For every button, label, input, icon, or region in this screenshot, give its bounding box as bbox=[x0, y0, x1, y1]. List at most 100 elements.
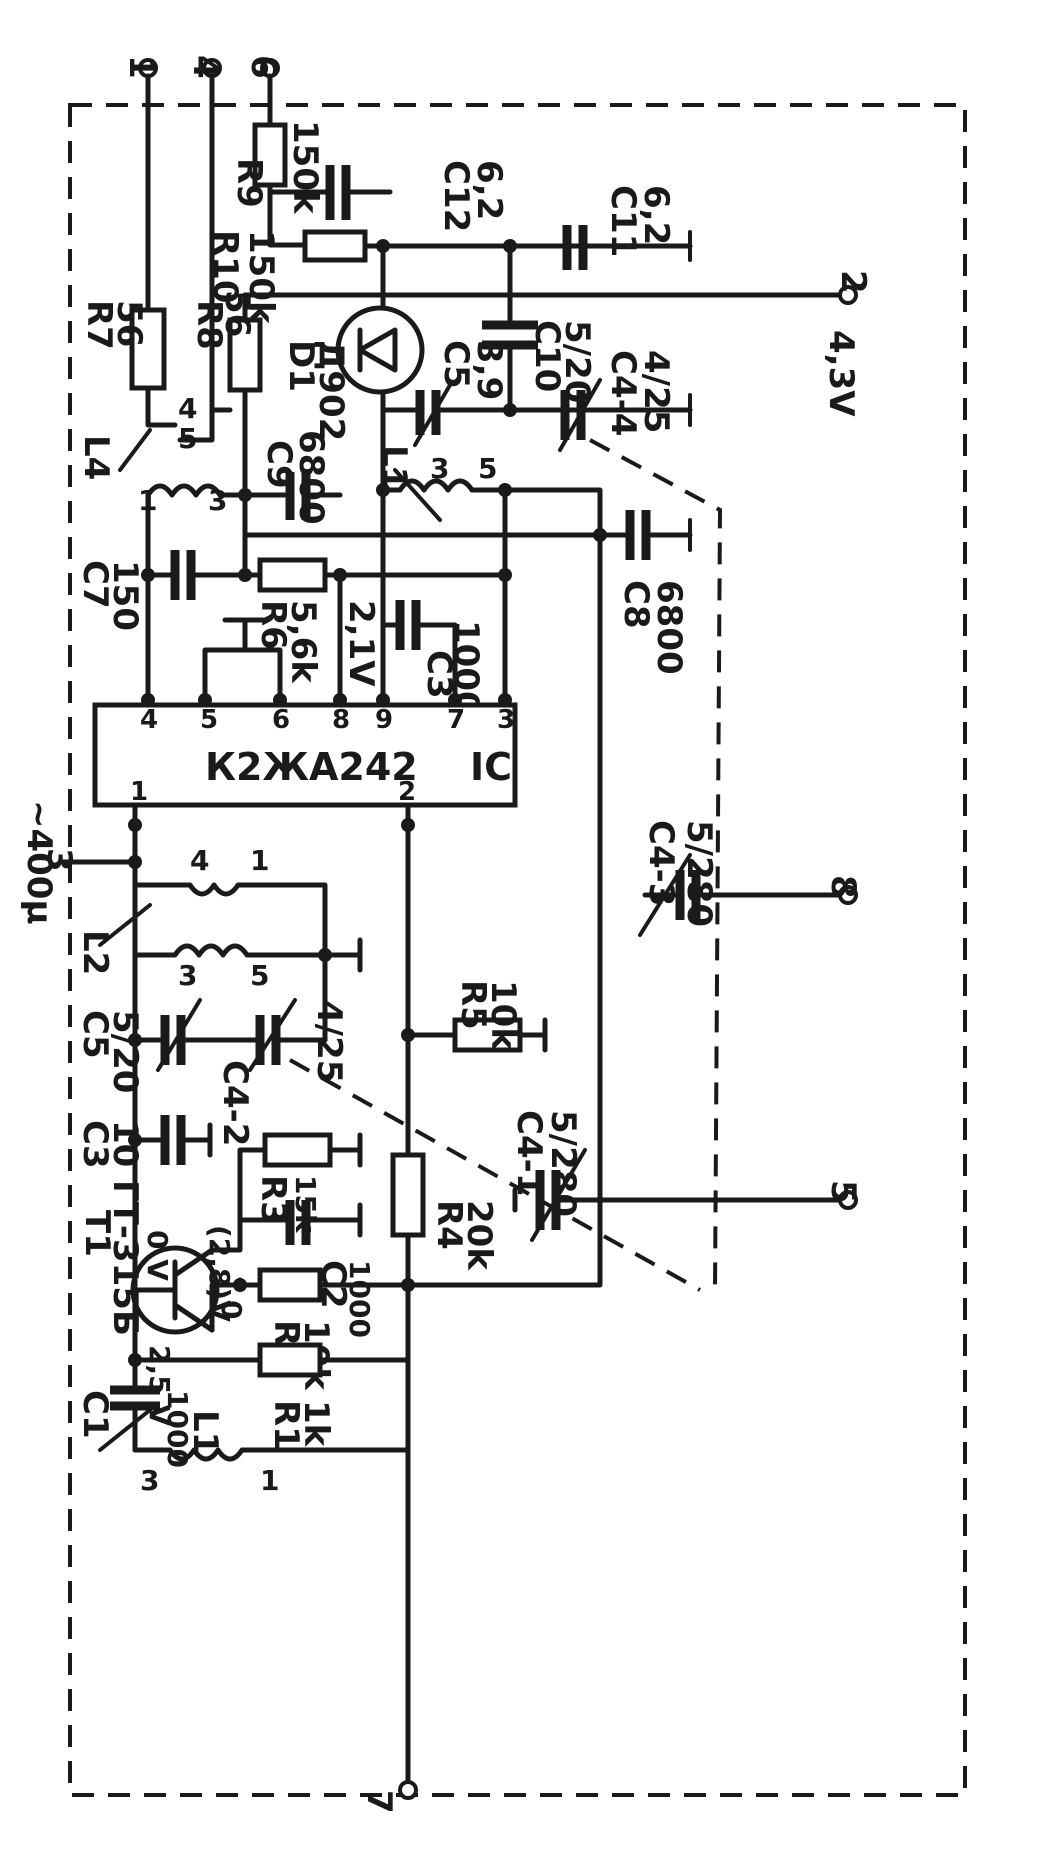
svg-text:3: 3 bbox=[39, 848, 79, 872]
svg-text:3: 3 bbox=[178, 959, 197, 992]
svg-text:T1: T1 bbox=[77, 1210, 117, 1257]
svg-text:4: 4 bbox=[140, 705, 158, 735]
svg-text:56: 56 bbox=[217, 290, 257, 337]
svg-text:1: 1 bbox=[260, 1464, 279, 1497]
terminal-6: 6 bbox=[243, 55, 283, 79]
svg-text:C9: C9 bbox=[259, 440, 299, 489]
svg-text:R1: R1 bbox=[266, 1400, 306, 1450]
capacitor-c9: C9 6800 bbox=[242, 430, 343, 525]
terminal-8: 8 bbox=[823, 875, 863, 905]
svg-text:3: 3 bbox=[497, 705, 515, 735]
capacitor-c13: C12 6,2 bbox=[325, 160, 509, 232]
capacitor-c8: C8 6800 bbox=[597, 510, 693, 675]
svg-text:8: 8 bbox=[823, 875, 863, 899]
capacitor-c12: C11 6,2 bbox=[562, 185, 676, 270]
svg-text:6,2: 6,2 bbox=[636, 185, 676, 245]
svg-text:3: 3 bbox=[430, 452, 449, 485]
svg-text:~400μ: ~400μ bbox=[19, 800, 59, 924]
coil-l1: L1 3 1 bbox=[132, 1410, 411, 1783]
terminal-7: 7 bbox=[359, 1780, 418, 1814]
terminal-5: 5 bbox=[823, 1180, 863, 1210]
svg-text:56: 56 bbox=[109, 300, 149, 347]
svg-text:10k: 10k bbox=[483, 980, 523, 1051]
diode-d1: D1 Д902 bbox=[281, 305, 425, 441]
capacitor-c6: 1000 C3 bbox=[380, 600, 486, 715]
svg-text:Д902: Д902 bbox=[311, 340, 351, 441]
terminal-2: 2 4,3V bbox=[821, 270, 873, 417]
svg-text:150k: 150k bbox=[241, 230, 281, 325]
svg-text:L1: L1 bbox=[185, 1410, 225, 1455]
svg-text:C5: C5 bbox=[75, 1010, 115, 1059]
svg-text:R4: R4 bbox=[429, 1200, 469, 1250]
capacitor-c4-3: C4-3 5/280 bbox=[638, 820, 843, 937]
svg-text:4: 4 bbox=[178, 392, 197, 425]
terminal-3: ~400μ 3 bbox=[19, 800, 142, 924]
capacitor-c3: C3 10 bbox=[75, 1115, 213, 1169]
svg-text:L4: L4 bbox=[76, 435, 116, 480]
svg-text:C4-4: C4-4 bbox=[603, 350, 643, 436]
svg-text:1: 1 bbox=[121, 55, 161, 79]
svg-text:C11: C11 bbox=[603, 185, 643, 257]
svg-text:6: 6 bbox=[272, 705, 290, 735]
svg-text:C10: C10 bbox=[527, 320, 567, 392]
svg-text:3: 3 bbox=[140, 1464, 159, 1497]
svg-text:R10: R10 bbox=[205, 230, 245, 304]
capacitor-c7: C7 150 bbox=[75, 550, 263, 631]
svg-text:2: 2 bbox=[833, 270, 873, 294]
coil-l4: L4 1 3 bbox=[76, 428, 227, 517]
ic-k2zha242: К2ЖА242 IC 4 5 6 8 9 7 3 1 2 bbox=[92, 702, 518, 808]
svg-text:0 V: 0 V bbox=[141, 1230, 174, 1281]
svg-text:L2: L2 bbox=[75, 930, 115, 975]
svg-text:1000: 1000 bbox=[343, 1260, 376, 1338]
capacitor-c4-2: C4-2 4/25 bbox=[215, 998, 349, 1146]
resistor-r9: R9 150k bbox=[229, 120, 325, 215]
capacitor-c4-1: C4-1 5/280 bbox=[509, 1110, 843, 1242]
svg-text:C7: C7 bbox=[75, 560, 115, 609]
svg-text:C4-2: C4-2 bbox=[215, 1060, 255, 1146]
resistor-r4: R4 20k bbox=[390, 1152, 499, 1271]
capacitor-c4-4: C4-4 4/25 bbox=[558, 350, 676, 452]
svg-text:IC: IC bbox=[470, 745, 512, 789]
svg-text:5: 5 bbox=[478, 452, 497, 485]
resistor-r5: R5 10k bbox=[405, 980, 548, 1053]
svg-text:0: 0 bbox=[215, 1300, 248, 1319]
svg-text:4: 4 bbox=[185, 55, 225, 79]
svg-text:C5: C5 bbox=[436, 340, 476, 389]
svg-text:3,9: 3,9 bbox=[469, 340, 509, 400]
terminal-4: 4 bbox=[185, 55, 225, 79]
svg-text:6: 6 bbox=[243, 55, 283, 79]
svg-text:C4-3: C4-3 bbox=[641, 820, 681, 906]
svg-text:5,6k: 5,6k bbox=[283, 600, 323, 684]
svg-text:R7: R7 bbox=[79, 300, 119, 350]
svg-text:9: 9 bbox=[375, 705, 393, 735]
svg-text:1: 1 bbox=[250, 844, 269, 877]
svg-text:4/25: 4/25 bbox=[636, 350, 676, 433]
svg-text:R9: R9 bbox=[229, 158, 269, 208]
coil-l2: L2 4 1 3 5 bbox=[75, 844, 328, 992]
svg-text:6800: 6800 bbox=[291, 430, 331, 525]
svg-text:5/20: 5/20 bbox=[557, 320, 597, 403]
svg-text:C4-1: C4-1 bbox=[509, 1110, 549, 1196]
enclosure-border bbox=[68, 103, 967, 1797]
transistor-t1: T1 ГТ-315Б 0 V (2,8)V 2,5 V 0 bbox=[77, 1180, 248, 1426]
svg-text:2: 2 bbox=[398, 777, 416, 807]
svg-text:4,3V: 4,3V bbox=[821, 330, 861, 417]
svg-text:C12: C12 bbox=[436, 160, 476, 232]
resistor-r6: R6 5,6k bbox=[253, 557, 328, 684]
svg-text:4: 4 bbox=[190, 844, 209, 877]
svg-text:К2ЖА242: К2ЖА242 bbox=[205, 745, 418, 789]
svg-text:C3: C3 bbox=[419, 650, 459, 699]
svg-text:150k: 150k bbox=[285, 120, 325, 215]
svg-text:D1: D1 bbox=[281, 340, 321, 392]
svg-text:3: 3 bbox=[208, 484, 227, 517]
svg-text:C8: C8 bbox=[616, 580, 656, 629]
resistor-r7: R7 56 bbox=[79, 300, 167, 391]
svg-text:7: 7 bbox=[447, 705, 465, 735]
svg-text:L1: L1 bbox=[374, 445, 414, 490]
svg-text:R8: R8 bbox=[189, 300, 229, 350]
capacitor-c11: C10 5/20 bbox=[482, 320, 597, 403]
svg-text:5/20: 5/20 bbox=[105, 1010, 145, 1093]
svg-text:ГТ-315Б: ГТ-315Б bbox=[105, 1180, 145, 1336]
svg-text:R5: R5 bbox=[453, 980, 493, 1030]
